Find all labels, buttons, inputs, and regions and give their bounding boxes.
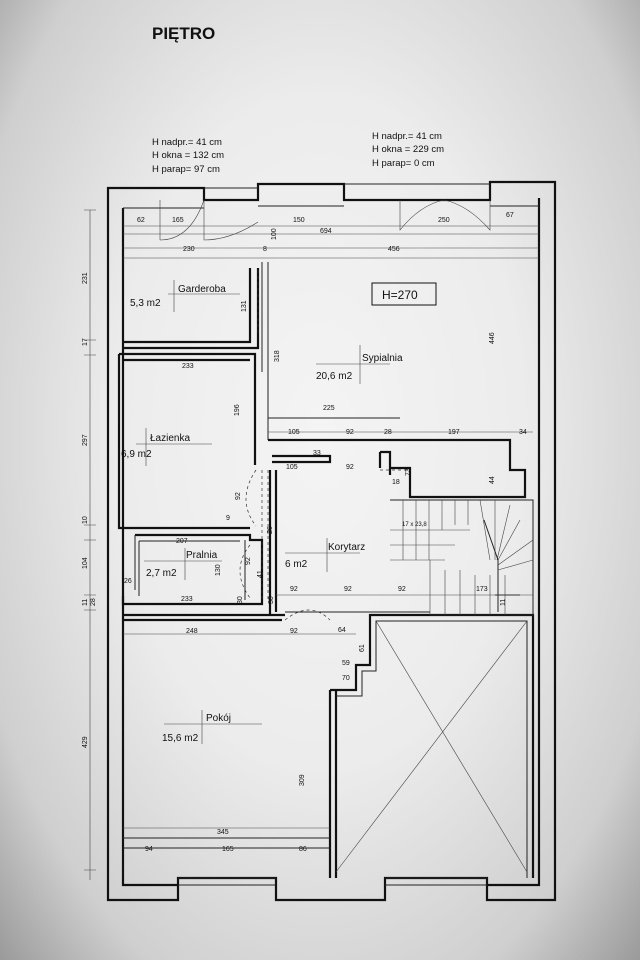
room-name-pralnia: Pralnia	[186, 550, 218, 561]
dim-label: 64	[338, 627, 346, 634]
dim-label: 233	[181, 596, 193, 603]
dim-label: 456	[388, 246, 400, 253]
dim-label: 92	[245, 557, 252, 565]
staircase	[390, 499, 534, 616]
outer-walls	[106, 180, 557, 902]
dim-label: 62	[137, 217, 145, 224]
dim-label: 131	[241, 300, 248, 312]
dim-label: 70	[342, 675, 350, 682]
room-labels: Garderoba 5,3 m2 Sypialnia 20,6 m2 Łazie…	[121, 280, 403, 744]
dim-label: 41	[257, 570, 264, 578]
dim-label: 67	[506, 212, 514, 219]
room-name-pokoj: Pokój	[206, 713, 231, 724]
dim-label: 225	[323, 405, 335, 412]
window-note-left-nadpr: H nadpr.= 41 cm	[152, 137, 222, 148]
dim-label: 33	[313, 450, 321, 457]
dim-label: 26	[124, 578, 132, 585]
dim-label: 297	[82, 434, 89, 446]
dim-label: 230	[183, 246, 195, 253]
dim-label: 196	[234, 404, 241, 416]
dim-label: 150	[293, 217, 305, 224]
dim-label: 92	[346, 429, 354, 436]
dim-label: 92	[290, 628, 298, 635]
dim-label: 165	[222, 846, 234, 853]
dim-label: 345	[217, 829, 229, 836]
window-note-left-parap: H parap= 97 cm	[152, 164, 220, 175]
dim-label: 92	[290, 586, 298, 593]
dim-label: 207	[176, 538, 188, 545]
dim-label: 86	[299, 846, 307, 853]
dim-label: 92	[346, 464, 354, 471]
room-area-pralnia: 2,7 m2	[146, 568, 177, 579]
dim-label: 694	[320, 228, 332, 235]
dim-label: 92	[344, 586, 352, 593]
room-name-korytarz: Korytarz	[328, 542, 365, 553]
window-note-left-okna: H okna = 132 cm	[152, 150, 224, 161]
dim-label: 233	[182, 363, 194, 370]
dim-label: 11	[82, 599, 89, 606]
dim-label: 59	[342, 660, 350, 667]
room-name-lazienka: Łazienka	[150, 433, 190, 444]
dim-label: 429	[82, 736, 89, 748]
window-note-right-nadpr: H nadpr.= 41 cm	[372, 131, 442, 142]
dim-label: 250	[438, 217, 450, 224]
dim-label: 446	[489, 332, 496, 344]
dim-label: 94	[145, 846, 153, 853]
ceiling-height-box	[371, 282, 437, 306]
room-name-sypialnia: Sypialnia	[362, 353, 403, 364]
dim-label: 11	[500, 599, 507, 606]
room-area-sypialnia: 20,6 m2	[316, 371, 353, 382]
dim-label: 28	[384, 429, 392, 436]
dim-label: 9	[226, 515, 230, 522]
dim-label: 231	[82, 272, 89, 284]
dim-label: 18	[392, 479, 400, 486]
dim-label: 10	[82, 516, 89, 524]
dim-label: 248	[186, 628, 198, 635]
dim-label: 309	[299, 774, 306, 786]
dim-label: 73	[405, 468, 412, 476]
dim-label: 104	[82, 557, 89, 569]
dim-label: 28	[90, 598, 97, 606]
dim-label: 165	[172, 217, 184, 224]
dim-label: 105	[286, 464, 298, 471]
dim-label: 30	[237, 596, 244, 604]
dimension-numbers: 62 165 150 694 250 67 230 8 100 456 231 …	[82, 212, 527, 853]
windows	[123, 199, 539, 249]
dim-label: 17	[82, 338, 89, 346]
dim-label: 197	[448, 429, 460, 436]
ceiling-height-label: H=270	[382, 288, 418, 302]
window-note-right-parap: H parap= 0 cm	[372, 158, 435, 169]
dim-label: 44	[489, 476, 496, 484]
room-area-lazienka: 6,9 m2	[121, 449, 152, 460]
dim-label: 318	[274, 350, 281, 362]
dim-label: 61	[359, 644, 366, 652]
dim-label: 34	[519, 429, 527, 436]
dim-label: 92	[235, 492, 242, 500]
dim-label: 130	[215, 564, 222, 576]
dim-label: 173	[476, 586, 488, 593]
room-area-korytarz: 6 m2	[285, 559, 308, 570]
dim-label: 92	[398, 586, 406, 593]
dim-label: 26	[267, 526, 274, 534]
stairs-label: 17 x 23,8	[402, 522, 427, 528]
dim-label: 100	[271, 228, 278, 240]
room-area-pokoj: 15,6 m2	[162, 733, 199, 744]
dim-label: 105	[288, 429, 300, 436]
dim-label: 8	[263, 246, 267, 253]
room-area-garderoba: 5,3 m2	[130, 298, 161, 309]
dim-label: 30	[268, 596, 275, 604]
dimension-lines	[84, 209, 539, 880]
plan-title: PIĘTRO	[152, 24, 215, 43]
window-note-right-okna: H okna = 229 cm	[372, 144, 444, 155]
interior-walls	[117, 262, 535, 878]
room-name-garderoba: Garderoba	[178, 284, 226, 295]
doors	[239, 270, 410, 621]
